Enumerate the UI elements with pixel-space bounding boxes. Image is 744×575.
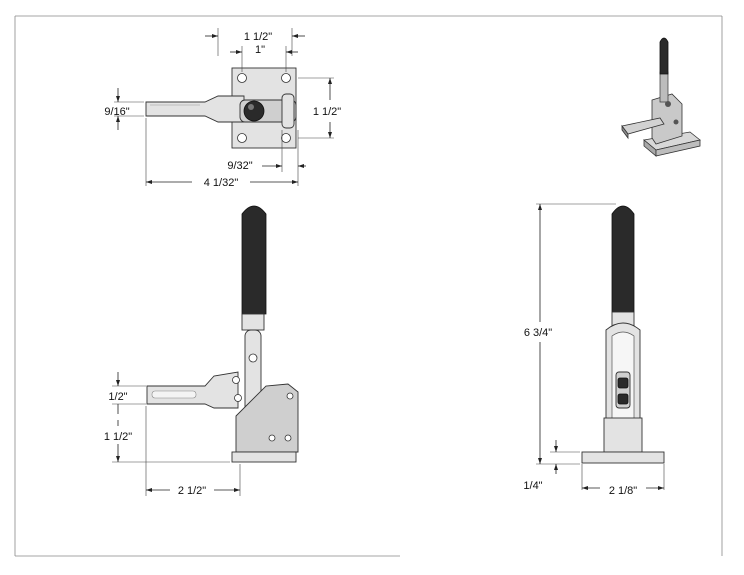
sheet-border xyxy=(14,15,723,557)
side-handle-grip xyxy=(241,205,267,315)
dim-side-arm-position: 1 1/2" xyxy=(104,431,132,443)
top-arm xyxy=(145,95,245,123)
front-view: 6 3/4" 1/4" 2 1/8" xyxy=(523,203,670,504)
dim-top-base-height: 1 1/2" xyxy=(313,106,341,118)
dim-side-arm-height: 1/2" xyxy=(108,391,127,403)
dim-top-arm-width: 9/16" xyxy=(104,106,129,118)
front-base xyxy=(581,451,665,464)
dim-top-overall-length: 4 1/32" xyxy=(204,177,239,189)
dim-top-width-outer: 1 1/2" xyxy=(244,31,272,43)
front-handle-grip xyxy=(611,205,635,313)
dim-top-offset: 9/32" xyxy=(227,160,252,172)
dim-front-overall-height: 6 3/4" xyxy=(524,327,552,339)
side-arm xyxy=(146,371,239,409)
top-view: 1 1/2" 1" 9/16" 1 1/2" 9/32" xyxy=(104,28,341,189)
dim-front-base-width: 2 1/8" xyxy=(609,485,637,497)
dim-front-base-thickness: 1/4" xyxy=(523,480,542,492)
dim-top-width-inner: 1" xyxy=(255,44,265,56)
top-handle-knob xyxy=(243,100,265,122)
isometric-view xyxy=(621,37,701,157)
dim-side-base-length: 2 1/2" xyxy=(178,485,206,497)
side-view: 1/2" 1 1/2" 2 1/2" xyxy=(104,205,299,497)
side-base xyxy=(231,451,297,463)
